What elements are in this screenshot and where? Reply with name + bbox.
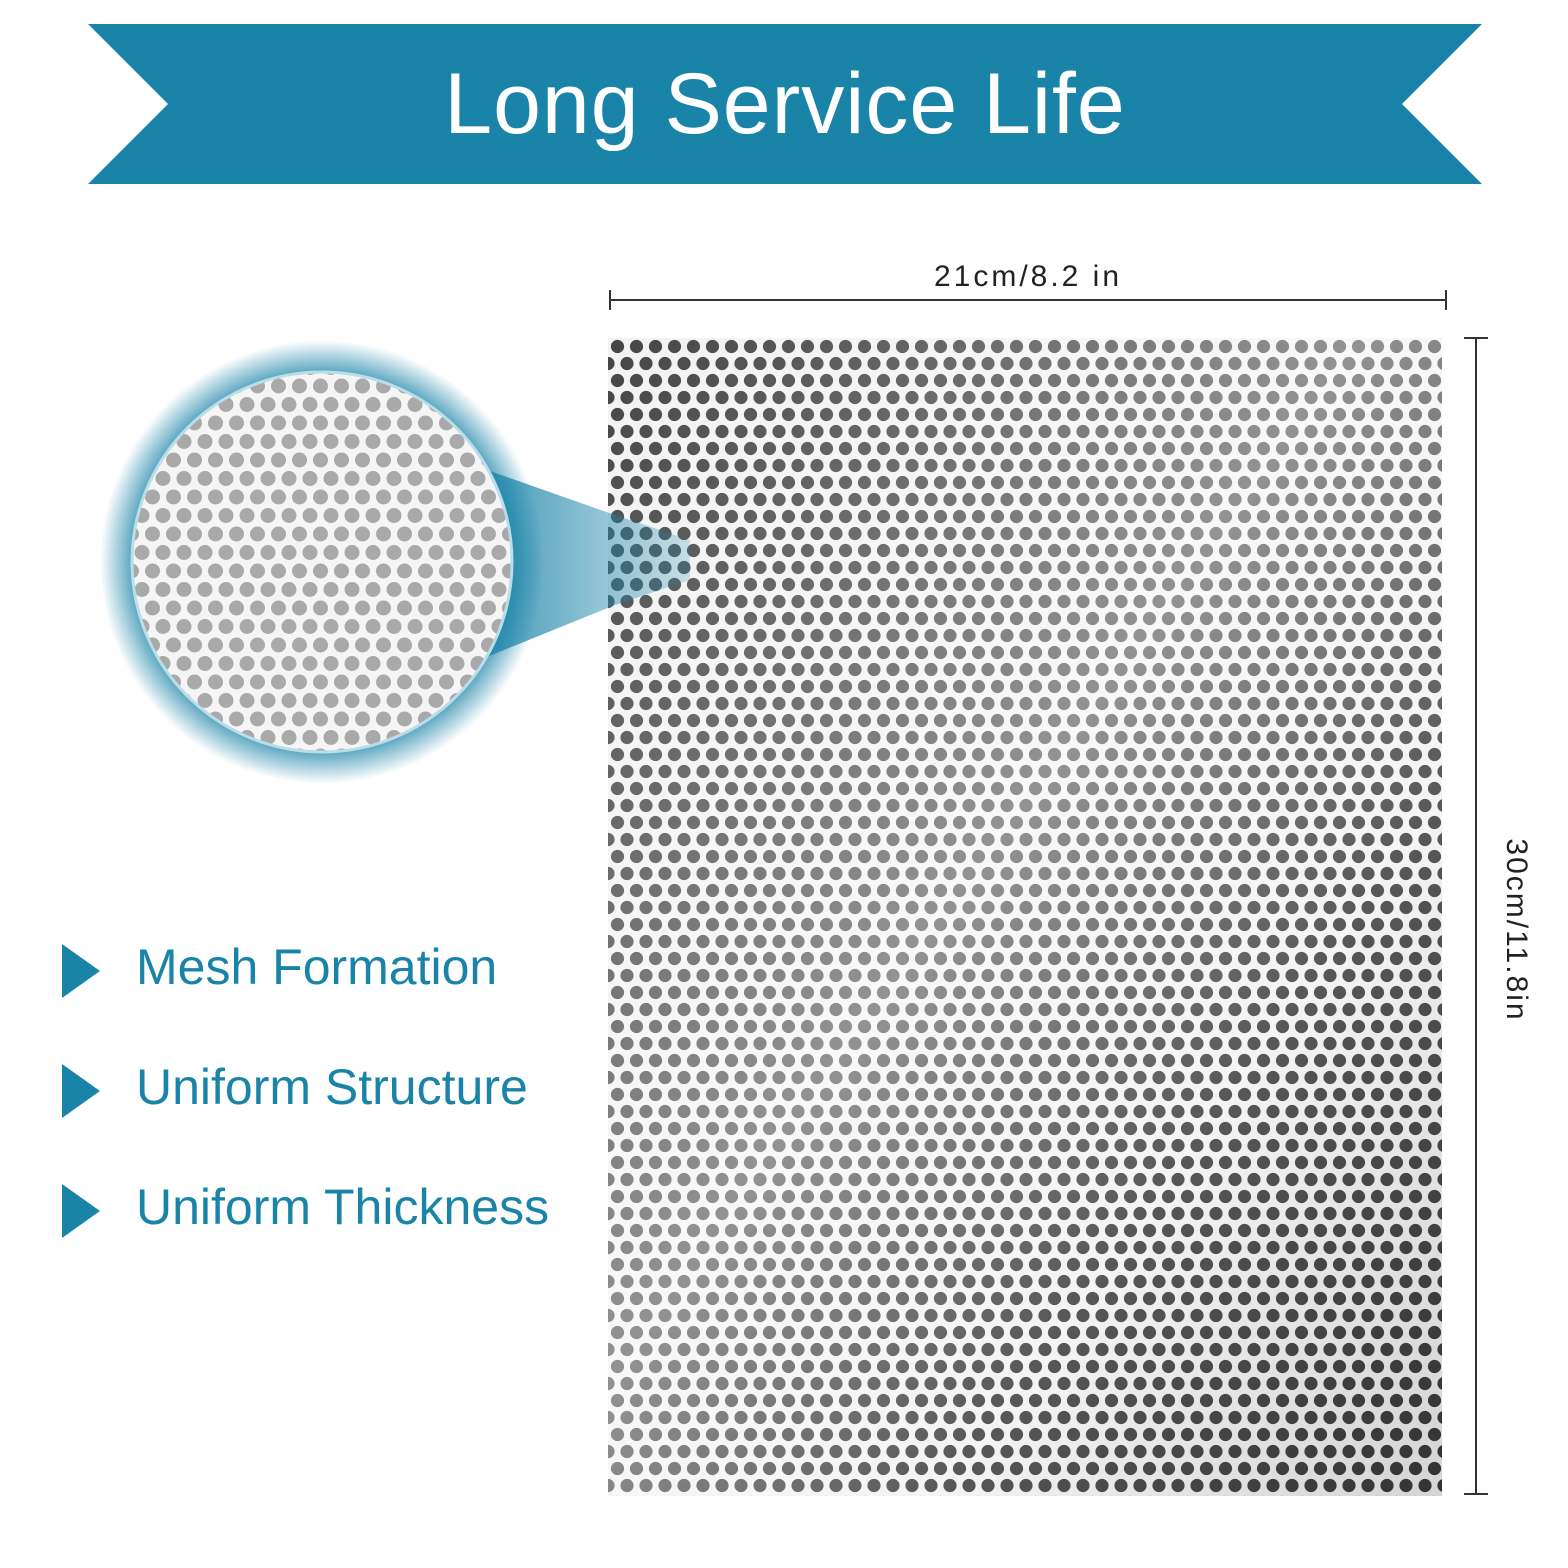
height-dimension-line bbox=[1464, 337, 1488, 1495]
width-dimension-line bbox=[609, 290, 1447, 310]
banner-ribbon-shape bbox=[88, 24, 1482, 184]
height-dimension-label: 30cm/11.8in bbox=[1500, 838, 1533, 1022]
perforated-sheet bbox=[608, 338, 1442, 1496]
page-title: Long Service Life bbox=[444, 56, 1126, 152]
list-item: Uniform Thickness bbox=[62, 1170, 602, 1250]
feature-label: Mesh Formation bbox=[136, 939, 498, 995]
list-item: Uniform Structure bbox=[62, 1050, 602, 1130]
play-arrow-icon bbox=[62, 944, 100, 998]
list-item: Mesh Formation bbox=[62, 930, 602, 1010]
perforated-sheet-image bbox=[608, 338, 1442, 1496]
play-arrow-icon bbox=[62, 1064, 100, 1118]
height-dimension bbox=[1460, 336, 1550, 1498]
zoom-magnifier bbox=[100, 340, 720, 790]
feature-label: Uniform Thickness bbox=[136, 1179, 550, 1235]
magnified-mesh-detail bbox=[100, 340, 690, 784]
feature-list: Mesh Formation Uniform Structure Uniform… bbox=[62, 930, 602, 1290]
width-dimension-label: 21cm/8.2 in bbox=[933, 260, 1123, 293]
width-dimension: 21cm/8.2 in bbox=[608, 260, 1448, 316]
title-banner: Long Service Life bbox=[88, 24, 1482, 184]
play-arrow-icon bbox=[62, 1184, 100, 1238]
feature-label: Uniform Structure bbox=[136, 1059, 528, 1115]
